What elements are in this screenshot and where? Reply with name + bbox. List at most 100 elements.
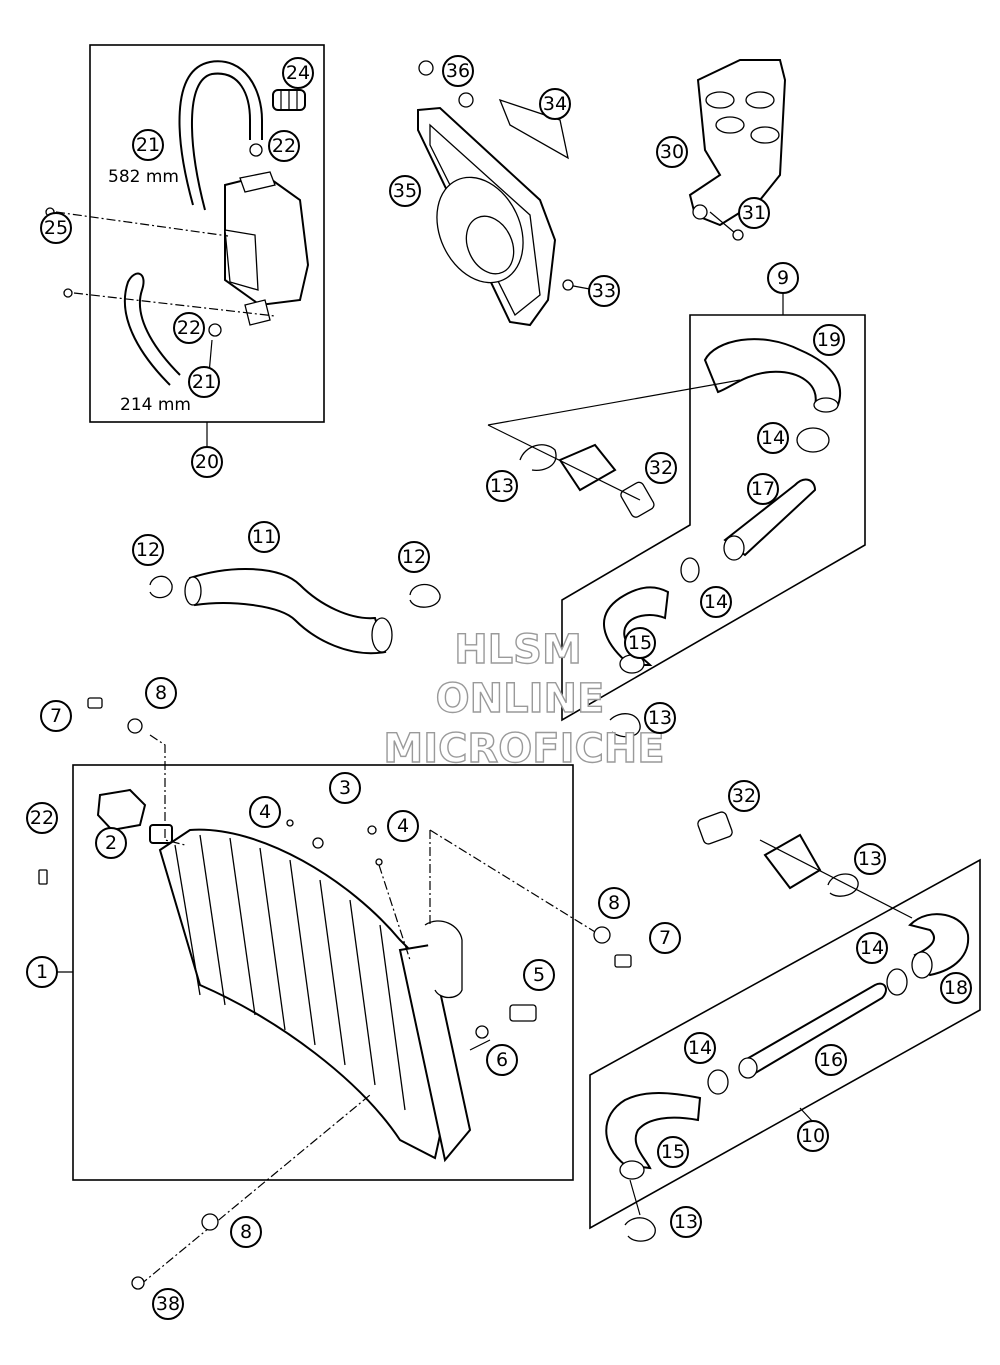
callout-36: 36 (442, 55, 474, 87)
overflow-hose-long (178, 60, 263, 211)
svg-text:22: 22 (177, 317, 201, 339)
svg-text:3: 3 (339, 777, 351, 799)
callout-10: 10 (797, 1120, 829, 1152)
callout-2: 2 (95, 827, 127, 859)
svg-text:18: 18 (944, 977, 968, 999)
callout-15-b: 15 (657, 1136, 689, 1168)
fan-shroud (417, 106, 557, 327)
svg-text:13: 13 (674, 1211, 698, 1233)
svg-text:38: 38 (156, 1293, 180, 1315)
callout-13-d: 13 (670, 1206, 702, 1238)
svg-text:22: 22 (30, 807, 54, 829)
watermark-line-1: HLSM (454, 627, 582, 673)
hose-17 (723, 478, 817, 557)
callout-9: 9 (767, 262, 799, 294)
clamp-12-right (409, 583, 441, 608)
svg-text:5: 5 (533, 964, 545, 986)
hose-set-10-box (589, 858, 981, 1230)
svg-text:14: 14 (704, 591, 728, 613)
clamp-13-upper (519, 444, 557, 471)
small-clamp-bottom (208, 323, 222, 337)
callout-34: 34 (539, 88, 571, 120)
svg-text:4: 4 (397, 815, 409, 837)
hose-length-214: 214 mm (120, 395, 191, 415)
overflow-hose-short (123, 272, 181, 386)
callout-30: 30 (656, 136, 688, 168)
callout-32-bottom: 32 (728, 780, 760, 812)
callout-14-d: 14 (684, 1032, 716, 1064)
svg-text:33: 33 (592, 280, 616, 302)
svg-text:32: 32 (732, 785, 756, 807)
grommet-8-bottom (201, 1213, 219, 1231)
callout-4-right: 4 (387, 810, 419, 842)
hose-set-9-box (561, 314, 866, 722)
callout-7-right: 7 (649, 922, 681, 954)
watermark-line-3: MICROFICHE (383, 726, 664, 772)
svg-text:13: 13 (858, 848, 882, 870)
callout-24: 24 (282, 57, 314, 89)
callout-32-top: 32 (645, 452, 677, 484)
callout-22-left: 22 (26, 802, 58, 834)
svg-text:11: 11 (252, 526, 276, 548)
callout-15-a: 15 (624, 627, 656, 659)
bolt-7-top (87, 697, 103, 709)
callout-21-bottom: 21 (188, 366, 220, 398)
svg-text:13: 13 (490, 475, 514, 497)
svg-text:22: 22 (272, 135, 296, 157)
svg-text:7: 7 (659, 927, 671, 949)
callout-38: 38 (152, 1288, 184, 1320)
svg-text:6: 6 (496, 1049, 508, 1071)
clamp-13-bottom (624, 1217, 656, 1242)
svg-text:8: 8 (155, 682, 167, 704)
callout-25: 25 (40, 212, 72, 244)
svg-text:16: 16 (819, 1049, 843, 1071)
callout-35: 35 (389, 175, 421, 207)
svg-text:7: 7 (50, 705, 62, 727)
grommet-8-right (593, 926, 611, 944)
svg-text:36: 36 (446, 60, 470, 82)
clamp-13-lower-right (827, 873, 859, 897)
svg-text:14: 14 (761, 427, 785, 449)
hose-15-lower (605, 1092, 702, 1170)
clamp-13-mid (609, 713, 641, 738)
radiator (149, 824, 472, 1163)
hose-11 (188, 567, 387, 655)
callout-22-mid: 22 (173, 312, 205, 344)
clamp-12-left (149, 575, 173, 599)
svg-text:34: 34 (543, 93, 567, 115)
callout-14-a: 14 (757, 422, 789, 454)
pipe-16 (743, 982, 887, 1077)
small-clamp-top (249, 143, 263, 157)
expansion-tank (224, 171, 310, 326)
callout-1: 1 (26, 956, 58, 988)
callout-14-b: 14 (700, 586, 732, 618)
callout-12-left: 12 (132, 534, 164, 566)
hose-holder-bracket (688, 59, 787, 227)
svg-text:21: 21 (136, 134, 160, 156)
svg-text:14: 14 (860, 937, 884, 959)
callout-6: 6 (486, 1044, 518, 1076)
svg-text:12: 12 (402, 546, 426, 568)
callout-33: 33 (588, 275, 620, 307)
callout-13-c: 13 (854, 843, 886, 875)
svg-text:31: 31 (742, 202, 766, 224)
callout-5: 5 (523, 959, 555, 991)
svg-text:25: 25 (44, 217, 68, 239)
svg-text:10: 10 (801, 1125, 825, 1147)
svg-text:13: 13 (648, 707, 672, 729)
svg-text:21: 21 (192, 371, 216, 393)
svg-text:30: 30 (660, 141, 684, 163)
svg-text:15: 15 (628, 632, 652, 654)
svg-text:32: 32 (649, 457, 673, 479)
callout-12-right: 12 (398, 541, 430, 573)
pin-22 (38, 869, 48, 885)
sensor-o-ring (475, 1025, 489, 1039)
thermostat-housing-upper (558, 443, 655, 518)
grommet-8-top (127, 718, 143, 734)
temp-sensor (509, 1004, 537, 1022)
svg-text:9: 9 (777, 267, 789, 289)
callout-4-left: 4 (249, 796, 281, 828)
svg-text:19: 19 (817, 329, 841, 351)
callout-8-right: 8 (598, 887, 630, 919)
